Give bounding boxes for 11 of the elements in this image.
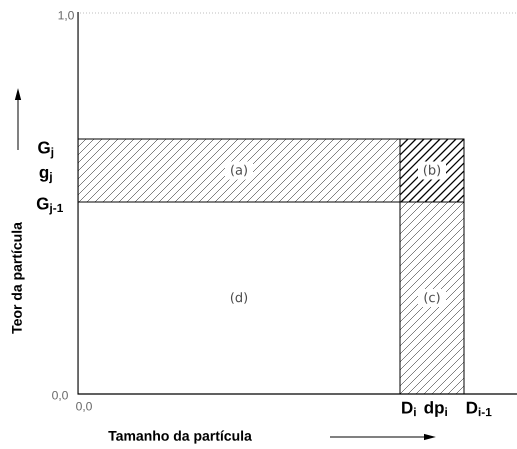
tick-label: 0,0 [76, 402, 92, 412]
hatched-region: (a) [78, 138, 400, 202]
variable-label: G$_{j}$ [38, 141, 54, 158]
axis-title: Teor da partícula [11, 222, 25, 334]
tick-label: 0,0 [52, 391, 68, 401]
hatched-region: (b) [400, 138, 464, 202]
hatched-region: (c) [400, 201, 464, 394]
variable-label: g$_{j}$ [40, 168, 52, 184]
tick-label: 1,0 [58, 11, 74, 21]
axis-title: Tamanho da partícula [108, 430, 252, 444]
variable-label: G$_{j-1}$ [36, 197, 63, 214]
